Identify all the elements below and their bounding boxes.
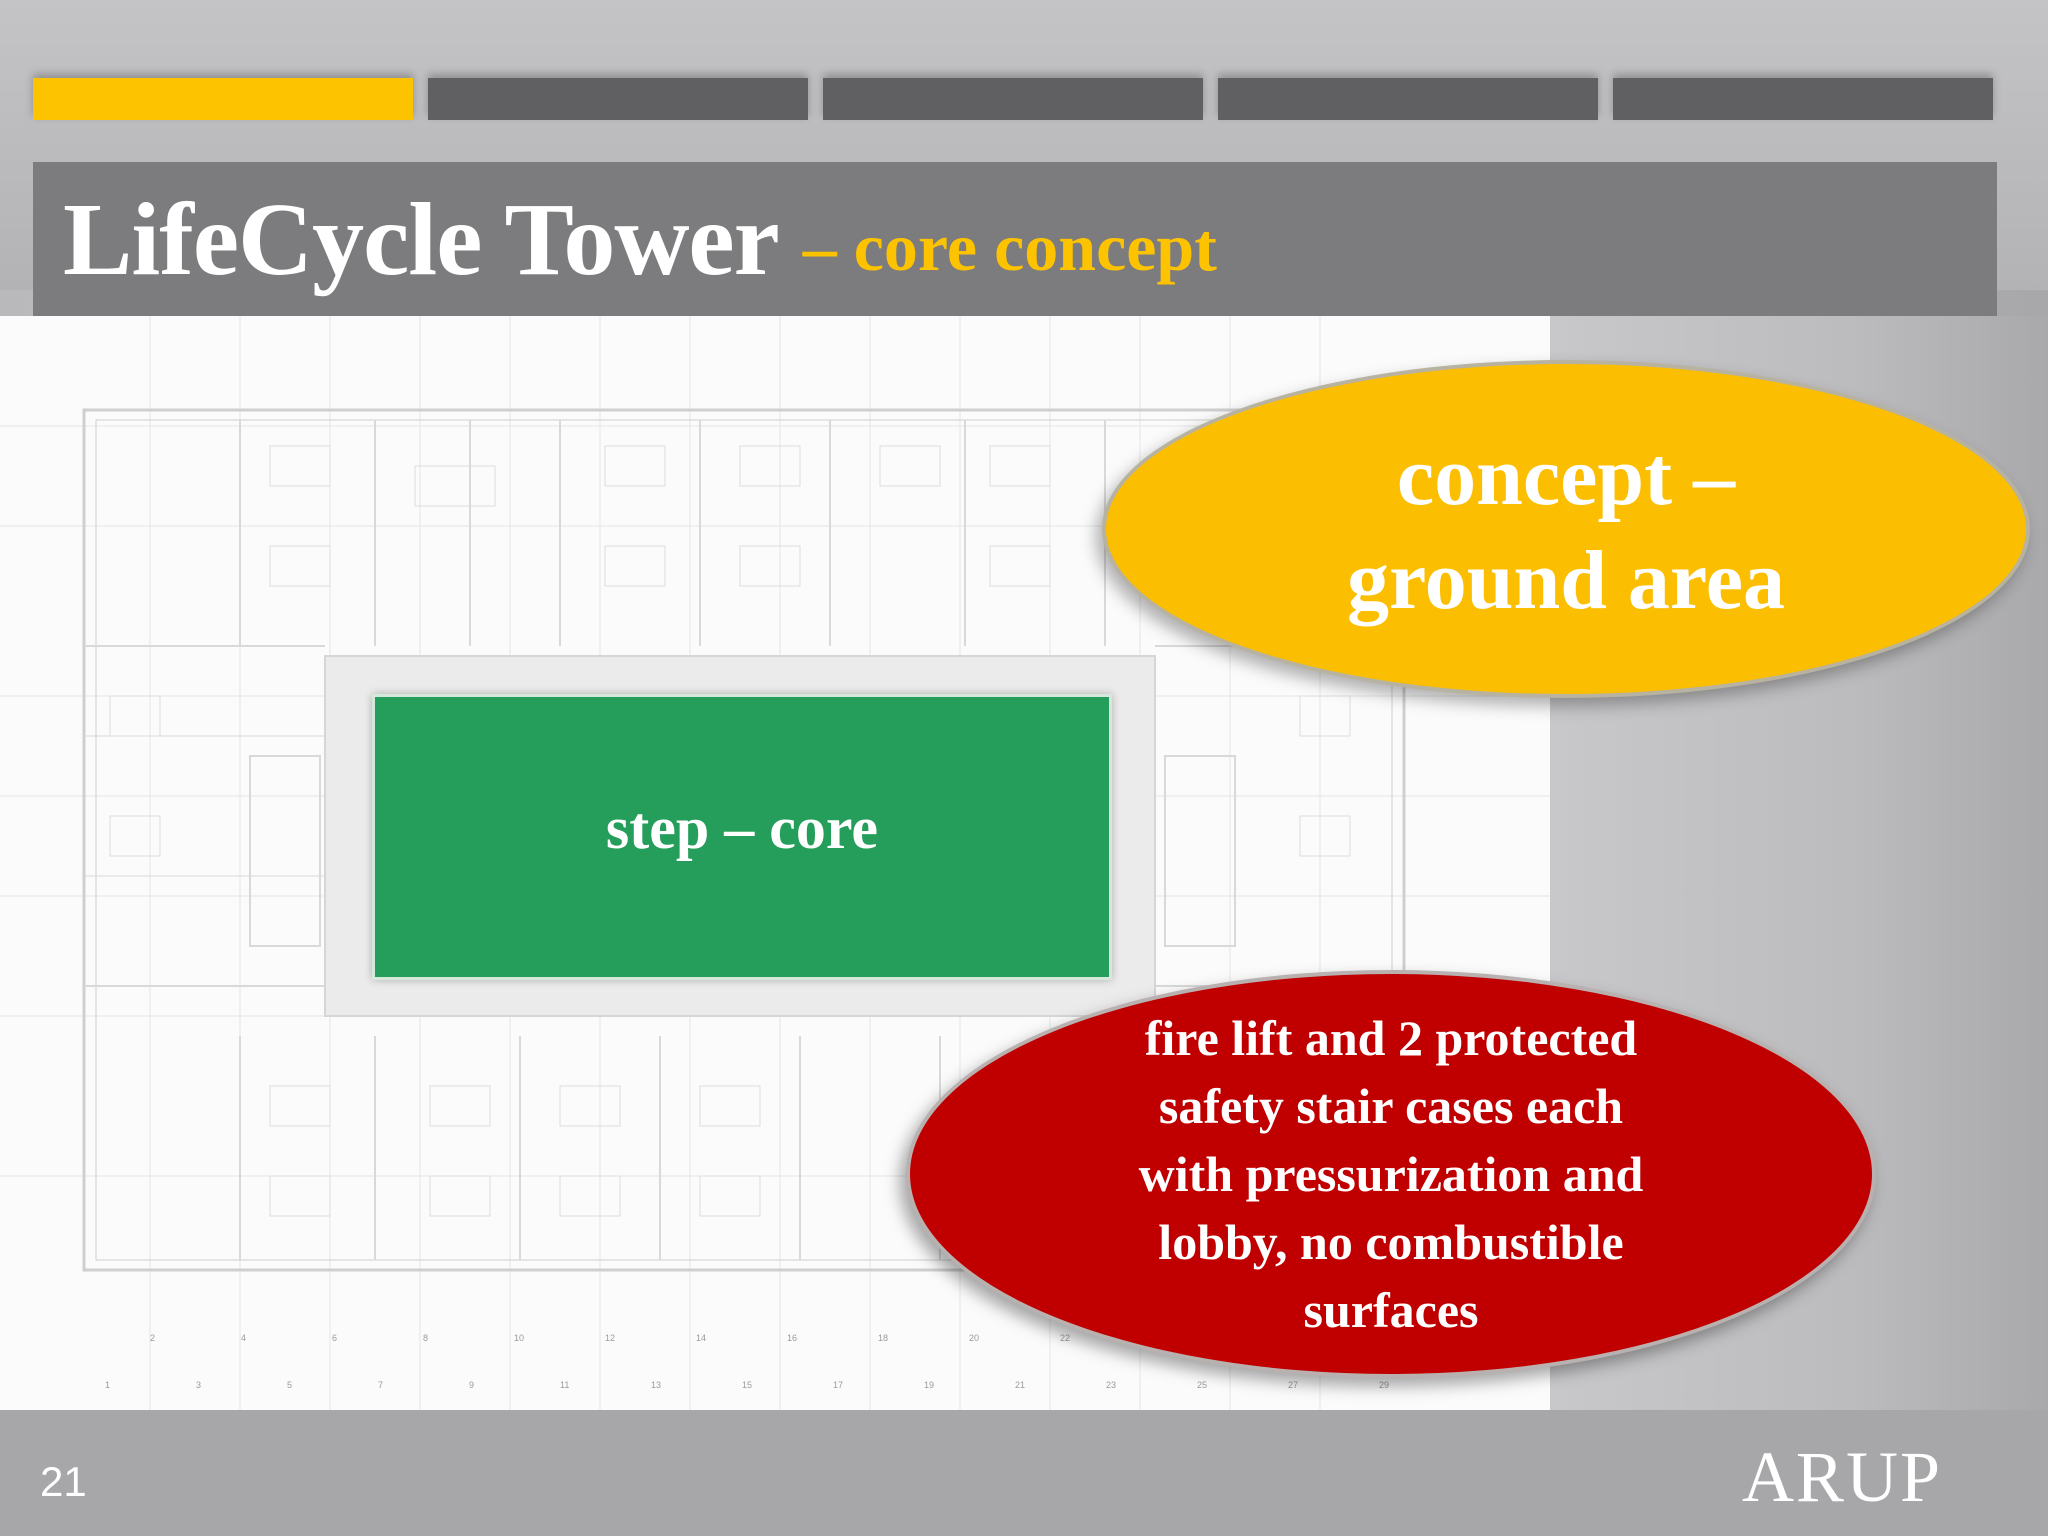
axis-labels-row1: 2 4 6 8 10 12 14 16 18 20 22 <box>150 1333 1070 1343</box>
axis-label: 10 <box>514 1333 524 1343</box>
axis-label: 12 <box>605 1333 615 1343</box>
axis-label: 6 <box>332 1333 337 1343</box>
progress-segment <box>1613 78 1993 120</box>
axis-label: 4 <box>241 1333 246 1343</box>
axis-label: 3 <box>196 1380 201 1390</box>
core-label: step – core <box>605 794 879 861</box>
slide-title: LifeCycle Tower <box>63 181 780 297</box>
axis-label: 7 <box>378 1380 383 1390</box>
axis-label: 20 <box>969 1333 979 1343</box>
ground-area-text: concept – ground area <box>1347 430 1785 627</box>
axis-label: 25 <box>1197 1380 1207 1390</box>
axis-label: 19 <box>924 1380 934 1390</box>
safety-callout: fire lift and 2 protected safety stair c… <box>906 970 1876 1378</box>
core-block: step – core <box>372 694 1112 980</box>
arup-logo: ARUP <box>1741 1437 1942 1517</box>
axis-label: 5 <box>287 1380 292 1390</box>
axis-label: 29 <box>1379 1380 1389 1390</box>
progress-segment <box>1218 78 1598 120</box>
progress-segment-active <box>33 78 413 120</box>
axis-label: 15 <box>742 1380 752 1390</box>
axis-label: 22 <box>1060 1333 1070 1343</box>
axis-label: 13 <box>651 1380 661 1390</box>
axis-label: 1 <box>105 1380 110 1390</box>
safety-text: fire lift and 2 protected safety stair c… <box>1138 1010 1644 1338</box>
progress-segment <box>823 78 1203 120</box>
axis-label: 23 <box>1106 1380 1116 1390</box>
axis-label: 21 <box>1015 1380 1025 1390</box>
axis-label: 27 <box>1288 1380 1298 1390</box>
axis-label: 16 <box>787 1333 797 1343</box>
axis-label: 8 <box>423 1333 428 1343</box>
axis-label: 11 <box>560 1380 569 1390</box>
axis-label: 9 <box>469 1380 474 1390</box>
title-bar: LifeCycle Tower – core concept <box>33 162 1997 316</box>
page-number: 21 <box>40 1458 87 1505</box>
ground-area-callout: concept – ground area <box>1102 360 2030 698</box>
desk-layout <box>109 445 1351 1217</box>
axis-label: 18 <box>878 1333 888 1343</box>
axis-label: 2 <box>150 1333 155 1343</box>
axis-label: 14 <box>696 1333 706 1343</box>
footer-bar <box>0 1410 2048 1536</box>
building-outline <box>82 408 1406 1272</box>
slide-subtitle: – core concept <box>802 208 1217 285</box>
axis-label: 17 <box>833 1380 843 1390</box>
progress-bar <box>33 78 1993 120</box>
progress-segment <box>428 78 808 120</box>
